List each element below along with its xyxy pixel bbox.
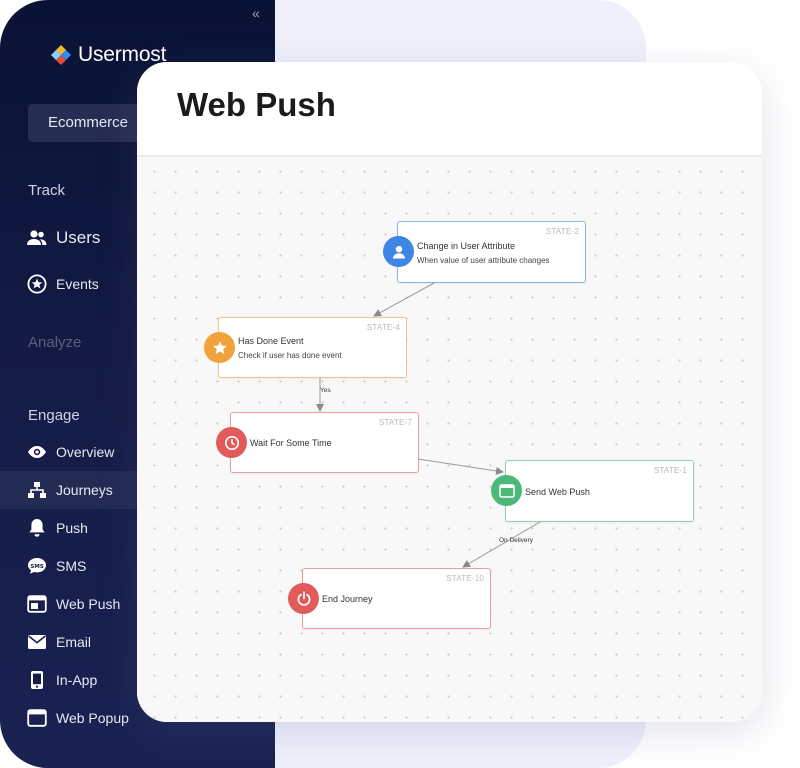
node-title: Send Web Push bbox=[525, 487, 590, 497]
sms-icon: SMS bbox=[26, 555, 48, 577]
node-state-id: STATE-10 bbox=[446, 574, 484, 583]
mobile-icon bbox=[26, 669, 48, 691]
star-icon bbox=[204, 332, 235, 363]
node-state-id: STATE-7 bbox=[378, 418, 412, 427]
sidebar-item-web-push[interactable]: Web Push bbox=[0, 585, 275, 623]
clock-icon bbox=[216, 427, 247, 458]
sidebar-item-label: SMS bbox=[56, 558, 87, 574]
collapse-sidebar-icon[interactable]: « bbox=[252, 5, 260, 21]
node-state-id: STATE-1 bbox=[653, 466, 687, 475]
node-state-id: STATE-4 bbox=[366, 323, 400, 332]
sidebar-item-label: Users bbox=[56, 228, 101, 247]
star-circle-icon bbox=[26, 273, 48, 295]
node-description: Check if user has done event bbox=[238, 351, 342, 360]
sidebar-item-events[interactable]: Events bbox=[0, 265, 275, 303]
sidebar-item-users[interactable]: Users bbox=[0, 219, 275, 257]
browser-window-icon bbox=[26, 593, 48, 615]
brand-name: Usermost bbox=[78, 43, 167, 66]
node-title: End Journey bbox=[322, 594, 373, 604]
popup-window-icon bbox=[26, 707, 48, 729]
sidebar-item-label: Overview bbox=[56, 444, 115, 460]
journey-node-state-7[interactable]: STATE-7 Wait For Some Time bbox=[230, 412, 419, 473]
journey-node-state-4[interactable]: STATE-4 Has Done Event Check if user has… bbox=[218, 317, 407, 378]
journey-node-state-10[interactable]: STATE-10 End Journey bbox=[302, 568, 491, 629]
envelope-icon bbox=[26, 631, 48, 653]
sidebar-item-push[interactable]: Push bbox=[0, 509, 275, 547]
eye-icon bbox=[26, 441, 48, 463]
page-title: Web Push bbox=[177, 86, 336, 123]
sidebar-item-web-popup[interactable]: Web Popup bbox=[0, 699, 275, 737]
sidebar-item-label: Events bbox=[56, 276, 99, 292]
sidebar-item-email[interactable]: Email bbox=[0, 623, 275, 661]
power-icon bbox=[288, 583, 319, 614]
node-state-id: STATE-2 bbox=[545, 227, 579, 236]
section-label-engage: Engage bbox=[28, 407, 80, 424]
svg-text:SMS: SMS bbox=[30, 564, 44, 570]
usermost-logo-icon bbox=[50, 44, 72, 66]
sidebar-item-label: Journeys bbox=[56, 482, 113, 498]
journey-node-state-2[interactable]: STATE-2 Change in User Attribute When va… bbox=[397, 221, 586, 283]
sidebar-item-sms[interactable]: SMS SMS bbox=[0, 547, 275, 585]
journey-editor-card: Web Push Yes On Delivery STATE-2 Change … bbox=[137, 62, 762, 722]
sidebar-item-in-app[interactable]: In-App bbox=[0, 661, 275, 699]
edge-label-on-delivery: On Delivery bbox=[499, 537, 533, 544]
hierarchy-icon bbox=[26, 479, 48, 501]
sidebar-item-label: Web Push bbox=[56, 596, 121, 612]
section-label-track: Track bbox=[28, 182, 65, 199]
user-icon bbox=[383, 236, 414, 267]
section-label-analyze: Analyze bbox=[28, 334, 82, 351]
sidebar-item-overview[interactable]: Overview bbox=[0, 433, 275, 471]
node-title: Wait For Some Time bbox=[250, 438, 332, 448]
sidebar-item-label: Push bbox=[56, 520, 88, 536]
sidebar-item-label: In-App bbox=[56, 672, 98, 688]
sidebar-item-label: Email bbox=[56, 634, 92, 650]
edge-label-yes: Yes bbox=[320, 387, 331, 394]
sidebar-item-label: Web Popup bbox=[56, 710, 129, 726]
node-title: Change in User Attribute bbox=[417, 241, 516, 251]
brand-logo: Usermost bbox=[50, 42, 166, 68]
bell-icon bbox=[26, 517, 48, 539]
journey-node-state-1[interactable]: STATE-1 Send Web Push bbox=[505, 460, 694, 522]
node-description: When value of user attribute changes bbox=[417, 256, 550, 265]
browser-window-icon bbox=[491, 475, 522, 506]
node-title: Has Done Event bbox=[238, 336, 304, 346]
card-header: Web Push bbox=[137, 62, 762, 157]
users-icon bbox=[26, 227, 48, 249]
